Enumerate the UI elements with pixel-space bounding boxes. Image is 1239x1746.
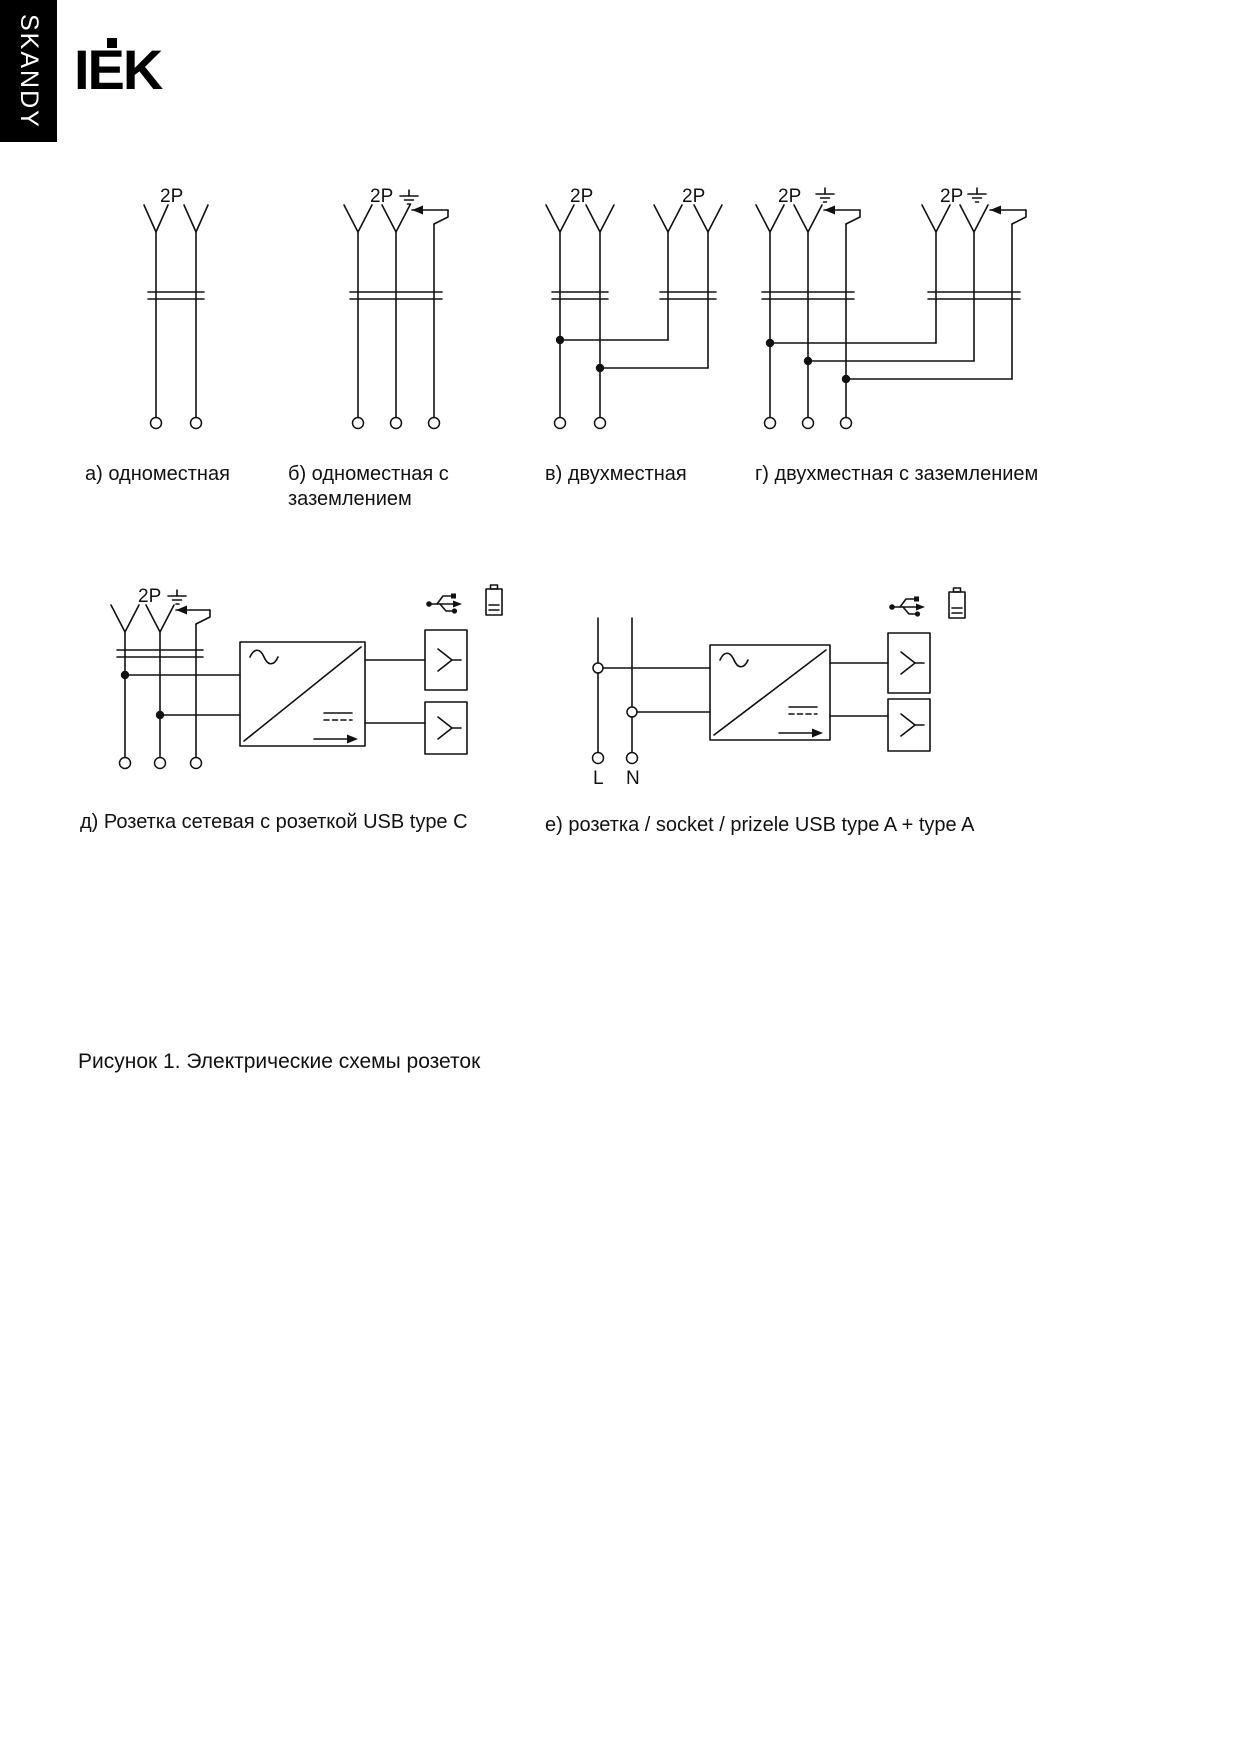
power-supply-unit bbox=[709, 644, 831, 741]
supply-lines bbox=[591, 617, 639, 765]
socket-outlet-bars bbox=[761, 291, 1021, 300]
dc-symbol-icon bbox=[323, 712, 353, 721]
ac-symbol-icon bbox=[719, 652, 749, 668]
diagram-g-schematic: 2P 2P bbox=[755, 186, 1027, 430]
ground-pin-arrow-icon bbox=[411, 205, 449, 225]
pole-label-left: 2P bbox=[778, 186, 801, 207]
terminal-pins bbox=[553, 416, 607, 430]
usb-icon bbox=[889, 596, 925, 617]
neutral-label: N bbox=[626, 768, 640, 789]
series-tab: SKANDY bbox=[0, 0, 57, 142]
figure-caption: Рисунок 1. Электрические схемы розеток bbox=[78, 1050, 481, 1073]
power-supply-unit bbox=[239, 641, 366, 747]
pole-label: 2P bbox=[160, 186, 183, 207]
converter-divider bbox=[243, 646, 362, 742]
ground-pin-arrow-icon bbox=[823, 205, 861, 225]
diagram-d-schematic: 2P bbox=[110, 584, 503, 770]
diagram-b-schematic: 2P bbox=[343, 186, 449, 430]
diagram-e-label: е) розетка / socket / prizele USB type A… bbox=[545, 814, 975, 836]
usb-port-box bbox=[887, 632, 931, 694]
output-arrow-icon bbox=[778, 728, 823, 738]
socket-outlet-bars bbox=[349, 291, 443, 300]
earth-ground-icon bbox=[167, 589, 187, 605]
socket-outlet-bars bbox=[147, 291, 205, 300]
diagram-a-schematic: 2P bbox=[143, 186, 209, 430]
terminal-pins bbox=[118, 756, 203, 770]
ground-pin-arrow-icon bbox=[175, 605, 211, 625]
pole-label-left: 2P bbox=[570, 186, 593, 207]
series-tab-label: SKANDY bbox=[15, 13, 43, 129]
pole-label: 2P bbox=[138, 586, 161, 607]
line-label: L bbox=[593, 768, 604, 789]
logo-e-dot-icon bbox=[107, 38, 117, 48]
terminal-pins bbox=[351, 416, 441, 430]
parallel-jumpers bbox=[765, 223, 1013, 384]
ac-symbol-icon bbox=[249, 649, 279, 665]
plug-contact-icon bbox=[143, 204, 209, 233]
iek-logo: IEK bbox=[74, 38, 163, 100]
diagram-v-label: в) двухместная bbox=[545, 463, 687, 485]
pole-label-right: 2P bbox=[682, 186, 705, 207]
earth-ground-icon bbox=[399, 189, 419, 205]
plug-contact-icon bbox=[110, 604, 175, 633]
pole-label: 2P bbox=[370, 186, 393, 207]
usb-icon bbox=[426, 593, 462, 614]
plug-contact-icon bbox=[343, 204, 411, 233]
usb-port-box bbox=[424, 701, 468, 755]
terminal-pins bbox=[149, 416, 203, 430]
battery-icon bbox=[485, 584, 503, 616]
earth-ground-icon bbox=[815, 187, 835, 203]
diagram-a-label: а) одноместная bbox=[85, 463, 230, 485]
supply-wires bbox=[120, 670, 241, 720]
usb-port-box bbox=[887, 698, 931, 752]
terminal-pins bbox=[763, 416, 853, 430]
socket-outlet-bars bbox=[116, 649, 204, 658]
converter-divider bbox=[713, 649, 827, 736]
battery-icon bbox=[948, 587, 966, 619]
earth-ground-icon bbox=[967, 187, 987, 203]
diagram-v-schematic: 2P 2P bbox=[545, 186, 723, 430]
diagram-e-schematic: L N bbox=[591, 587, 966, 789]
plug-contact-icon bbox=[545, 204, 723, 233]
parallel-jumpers bbox=[555, 231, 709, 373]
plug-contact-icon bbox=[755, 204, 989, 233]
diagram-d-label: д) Розетка сетевая с розеткой USB type C bbox=[80, 811, 468, 833]
usb-port-box bbox=[424, 629, 468, 691]
ground-pin-arrow-icon bbox=[989, 205, 1027, 225]
socket-outlet-bars bbox=[551, 291, 717, 300]
pole-label-right: 2P bbox=[940, 186, 963, 207]
diagram-b-label: б) одноместная с заземлением bbox=[288, 463, 449, 510]
diagram-g-label: г) двухместная с заземлением bbox=[755, 463, 1039, 485]
dc-symbol-icon bbox=[788, 706, 818, 715]
output-arrow-icon bbox=[313, 734, 358, 744]
iek-logo-text: IEK bbox=[74, 38, 163, 101]
